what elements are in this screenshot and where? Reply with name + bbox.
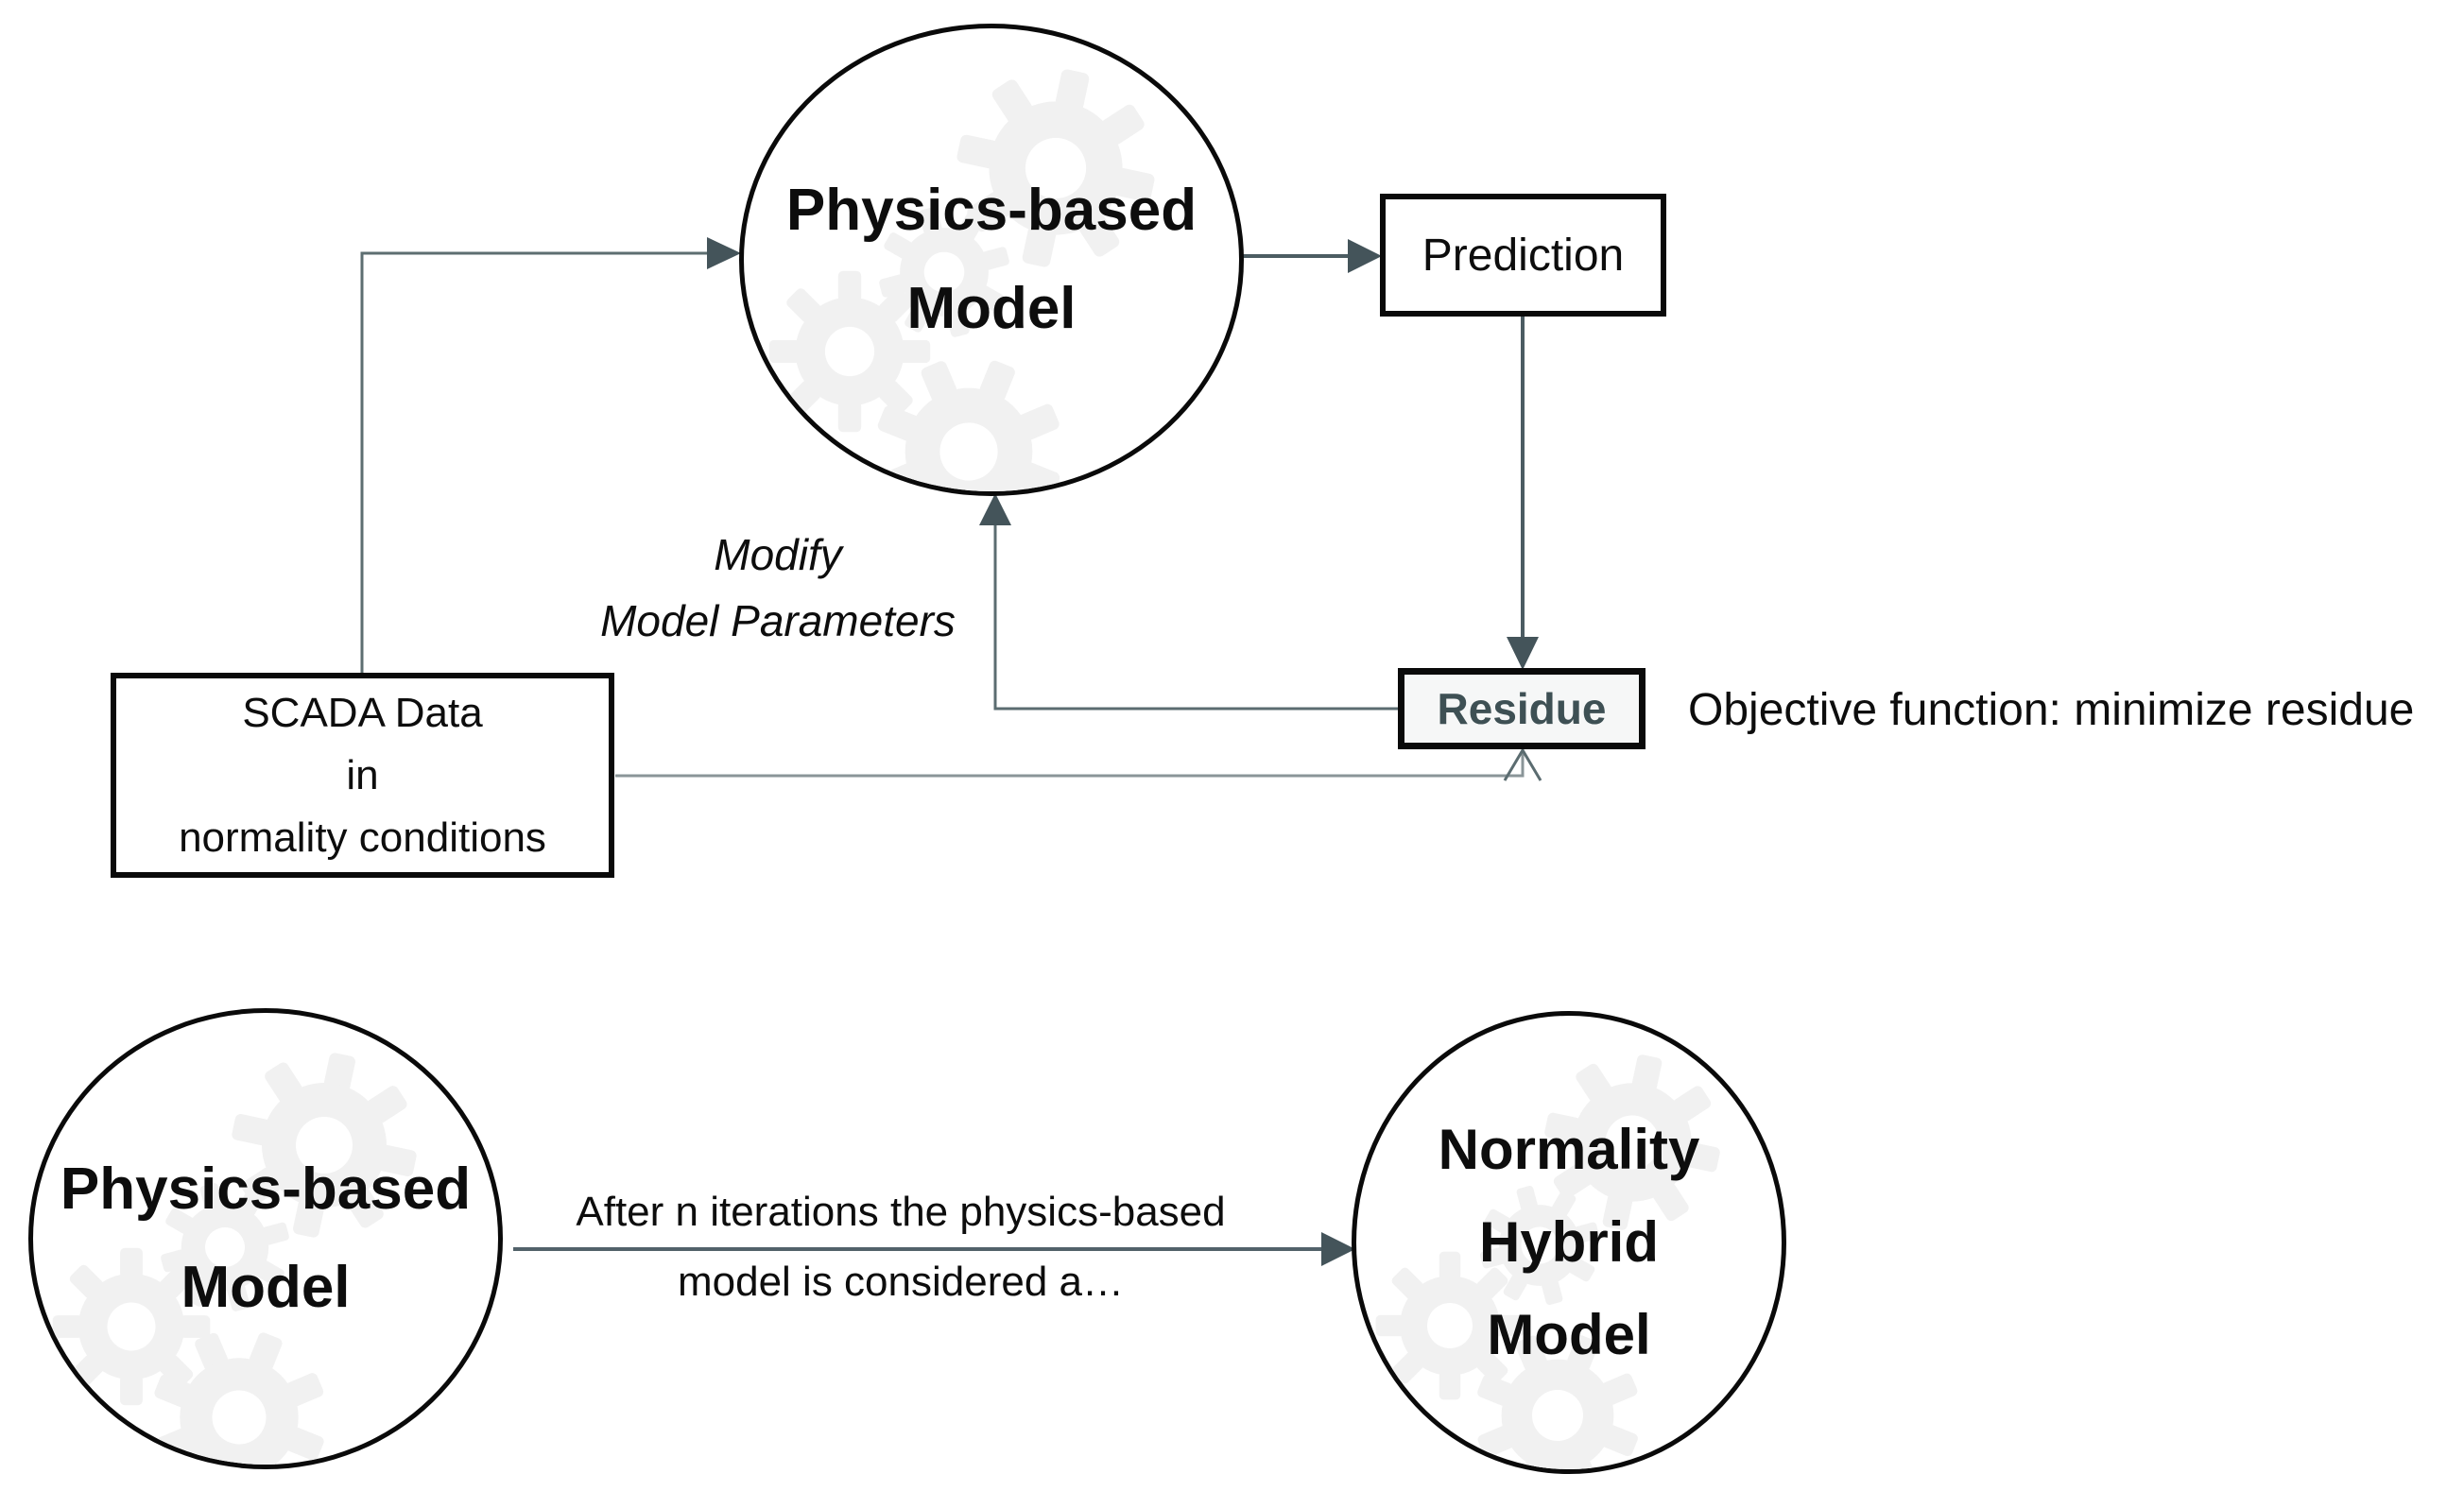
arrowhead-icon: [1507, 637, 1539, 670]
open-arrowhead-icon: [1503, 747, 1542, 781]
arrowhead-icon: [707, 237, 741, 269]
objective-note: Objective function: minimize residue: [1688, 685, 2415, 735]
modify-parameters-line: Modify: [714, 530, 842, 579]
circle-title-line: Physics-based: [785, 178, 1198, 243]
iterations-caption-line2: model is considered a…: [677, 1259, 1124, 1305]
scada-box-line: normality conditions: [179, 814, 546, 861]
modify-parameters-line: Model Parameters: [600, 596, 956, 645]
normality-hybrid-circle-title: Normality Hybrid Model: [1356, 1016, 1782, 1469]
physics-model-circle-title: Physics-based Model: [744, 28, 1239, 491]
modify-parameters-label: Modify Model Parameters: [542, 522, 1014, 654]
prediction-box-label: Prediction: [1422, 230, 1625, 281]
scada-to-residue-connector: [615, 747, 1542, 781]
scada-box-line: in: [346, 751, 379, 798]
circle-title-line: Model: [181, 1255, 351, 1320]
physics-model-circle: Physics-based Model: [739, 24, 1244, 496]
circle-title-line: Hybrid: [1478, 1210, 1660, 1274]
circle-title-line: Model: [1487, 1303, 1651, 1366]
prediction-box: Prediction: [1380, 194, 1666, 317]
prediction-to-residue-connector: [1507, 312, 1539, 670]
residue-to-model-feedback-connector: [979, 493, 1401, 711]
arrowhead-icon: [979, 493, 1011, 525]
residue-box: Residue: [1398, 668, 1646, 749]
circle-title-line: Normality: [1438, 1118, 1700, 1181]
physics-model-circle-bottom-title: Physics-based Model: [33, 1013, 498, 1465]
circle-title-line: Model: [906, 276, 1077, 341]
scada-data-box: SCADA Data in normality conditions: [111, 673, 614, 878]
model-to-prediction-connector: [1233, 239, 1382, 273]
normality-hybrid-circle: Normality Hybrid Model: [1352, 1011, 1786, 1474]
residue-box-label: Residue: [1437, 684, 1607, 733]
circle-title-line: Physics-based: [60, 1157, 472, 1222]
iterations-caption-line1: After n iterations the physics-based: [576, 1189, 1226, 1235]
arrowhead-icon: [1348, 239, 1382, 273]
physics-model-circle-bottom: Physics-based Model: [28, 1008, 503, 1469]
scada-box-line: SCADA Data: [242, 689, 483, 736]
